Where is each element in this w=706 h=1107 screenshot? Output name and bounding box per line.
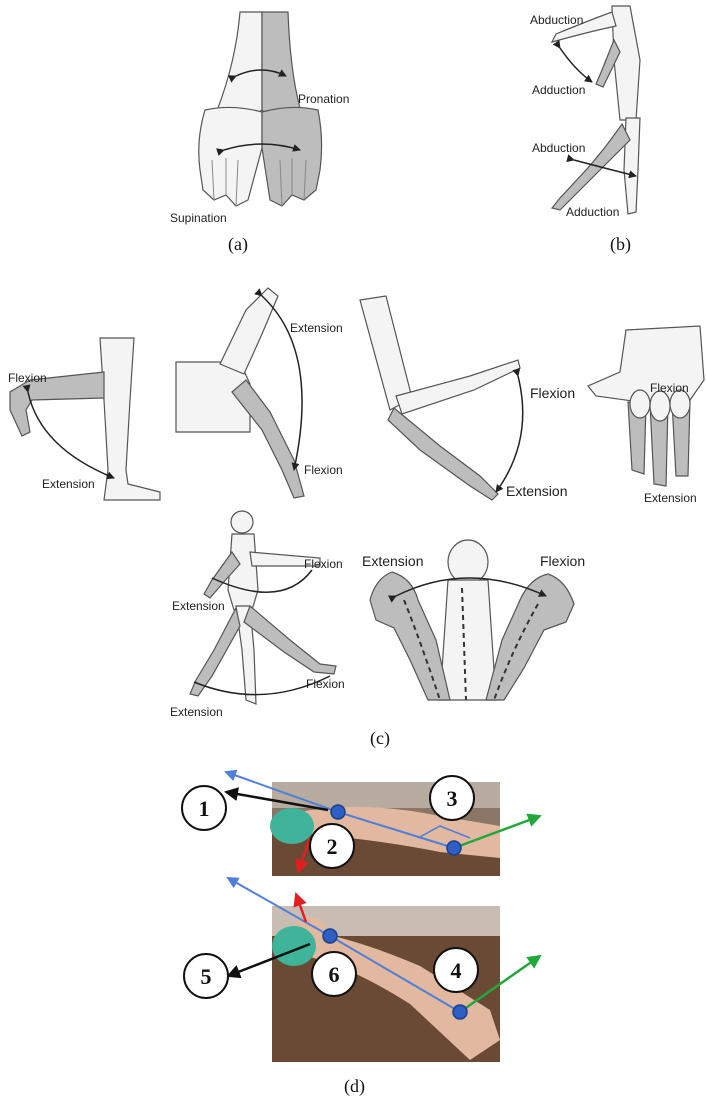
label-leg-adduction: Adduction (566, 205, 619, 219)
arm-leg-abduction-illustration (552, 6, 640, 214)
label-fingers-flexion: Flexion (650, 381, 689, 395)
label-shoulder-extension: Extension (172, 599, 225, 613)
label-fingers-extension: Extension (644, 491, 697, 505)
marker-5: 5 (184, 954, 228, 998)
joint-marker-top-elbow (447, 841, 461, 855)
marker-4-label: 4 (451, 958, 462, 983)
finger-flexion-illustration (588, 326, 704, 486)
label-elbow-extension: Extension (506, 483, 567, 499)
caption-d: (d) (344, 1076, 365, 1097)
marker-4: 4 (434, 948, 478, 992)
marker-2: 2 (310, 824, 354, 868)
label-wrist-extension: Extension (290, 321, 343, 335)
label-knee-extension: Extension (42, 477, 95, 491)
panel-d: 1 2 3 4 5 6 (d) (182, 772, 540, 1097)
joint-marker-bottom-wrist (323, 929, 337, 943)
label-arm-abduction: Abduction (530, 13, 583, 27)
forearms-hands-illustration (199, 12, 322, 206)
caption-b: (b) (610, 234, 631, 255)
label-leg-abduction: Abduction (532, 141, 585, 155)
marker-3-label: 3 (447, 786, 458, 811)
panel-a: Pronation Supination (a) (170, 12, 349, 255)
caption-c: (c) (370, 728, 390, 749)
knee-flexion-illustration (10, 338, 160, 500)
label-neck-flexion: Flexion (540, 553, 585, 569)
label-knee-flexion: Flexion (8, 371, 47, 385)
label-hip-extension: Extension (170, 705, 223, 719)
marker-1: 1 (182, 786, 226, 830)
marker-6-label: 6 (329, 962, 340, 987)
marker-3: 3 (430, 776, 474, 820)
label-pronation: Pronation (298, 92, 349, 106)
marker-5-label: 5 (201, 964, 212, 989)
panel-b: Abduction Adduction Abduction Adduction … (530, 6, 640, 255)
marker-2-label: 2 (327, 834, 338, 859)
panel-c: Flexion Extension Extension Flexion Flex… (8, 288, 704, 749)
joint-marker-bottom-elbow (453, 1005, 467, 1019)
wrist-flexion-illustration (176, 288, 304, 498)
caption-a: (a) (228, 234, 248, 255)
label-elbow-flexion: Flexion (530, 385, 575, 401)
marker-6: 6 (312, 952, 356, 996)
label-arm-adduction: Adduction (532, 83, 585, 97)
label-hip-flexion: Flexion (306, 677, 345, 691)
joint-marker-top-wrist (331, 805, 345, 819)
label-wrist-flexion: Flexion (304, 463, 343, 477)
label-neck-extension: Extension (362, 553, 423, 569)
elbow-flexion-illustration (360, 296, 523, 500)
marker-1-label: 1 (199, 796, 210, 821)
label-shoulder-flexion: Flexion (304, 557, 343, 571)
label-supination: Supination (170, 211, 227, 225)
